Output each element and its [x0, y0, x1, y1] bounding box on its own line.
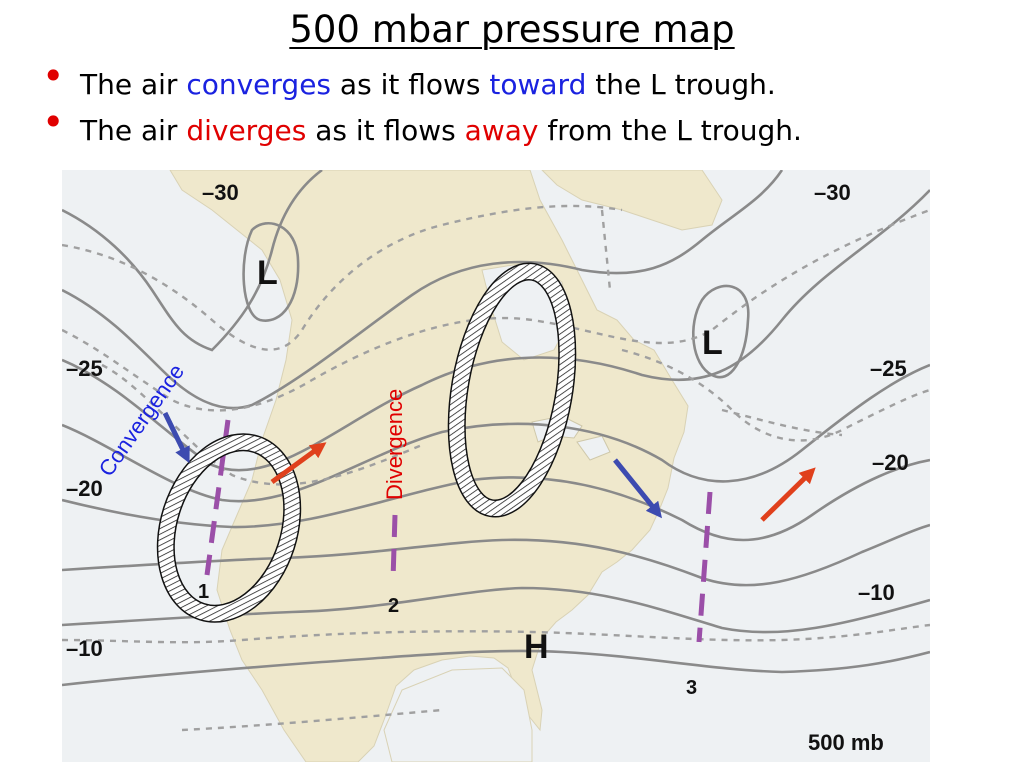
- low-pressure-east: L: [702, 324, 723, 362]
- contour-label-right-25: –25: [870, 356, 907, 381]
- away-word: away: [464, 114, 539, 147]
- divergence-arrow-west: [270, 442, 327, 485]
- greenland-landmass: [541, 170, 723, 231]
- converges-word: converges: [186, 68, 332, 101]
- divergence-arrow-east: [760, 467, 816, 522]
- contour-label-left-25: –25: [66, 356, 103, 381]
- contour-label-left-10: –10: [66, 636, 103, 661]
- page-title: 500 mbar pressure map: [289, 8, 735, 51]
- trough-lines: [204, 419, 713, 643]
- bullet-divergence: • The air diverges as it flows away from…: [42, 100, 802, 147]
- map-caption: 500 mb: [808, 730, 884, 755]
- dashed-contours: [62, 204, 930, 732]
- bullet-dot-icon: •: [42, 100, 65, 144]
- toward-word: toward: [489, 68, 587, 101]
- convergence-arrow-west: [162, 411, 190, 464]
- bullet-text-part: as it flows: [306, 114, 465, 147]
- bullet-text-part: The air: [80, 68, 187, 101]
- contour-label-top-left: –30: [202, 180, 239, 205]
- low-pressure-west: L: [257, 254, 278, 292]
- contour-label-left-20: –20: [66, 476, 103, 501]
- high-pressure: H: [524, 628, 549, 666]
- convergence-arrow-east: [613, 458, 663, 519]
- bullet-dot-icon: •: [42, 54, 65, 98]
- bullet-text-part: from the L trough.: [538, 114, 802, 147]
- trough-label-1: 1: [198, 581, 209, 603]
- bullet-text-part: The air: [80, 114, 187, 147]
- trough-label-2: 2: [388, 595, 399, 617]
- contour-label-right-10: –10: [858, 580, 895, 605]
- hatched-rings: [156, 262, 577, 623]
- diverges-word: diverges: [186, 114, 307, 147]
- bullet-text-part: as it flows: [331, 68, 490, 101]
- gulf-of-mexico: [383, 667, 533, 762]
- trough-label-3: 3: [686, 677, 697, 699]
- contour-label-right-20: –20: [872, 450, 909, 475]
- divergence-label: Divergence: [382, 389, 407, 500]
- bullet-convergence: • The air converges as it flows toward t…: [42, 54, 776, 101]
- bullet-text-part: the L trough.: [586, 68, 776, 101]
- pressure-map: –30 –30 –25 –20 –10 –25 –20 –10 L L H Co…: [62, 170, 930, 762]
- contour-label-top-right: –30: [814, 180, 851, 205]
